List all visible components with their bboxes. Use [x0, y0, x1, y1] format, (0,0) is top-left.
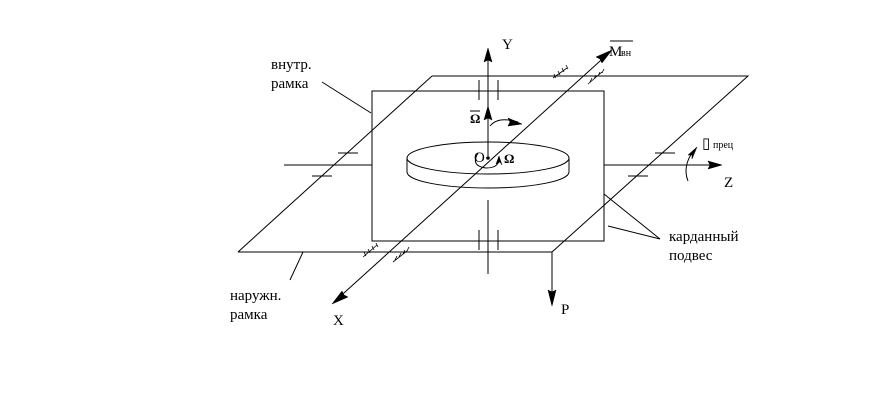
inner-frame-label-line1: внутр. — [271, 57, 312, 73]
moment-arrowhead — [595, 49, 613, 64]
precession-subscript: прец — [713, 140, 734, 151]
inner-frame-label: внутр. рамка — [271, 57, 312, 92]
omega-vector-arrowhead — [483, 105, 493, 121]
gimbal-label-line2: подвес — [669, 248, 713, 264]
z-axis — [284, 160, 723, 170]
inner-frame-label-line2: рамка — [271, 76, 309, 92]
x-axis-arrowhead — [331, 290, 349, 305]
p-arrowhead — [547, 289, 557, 307]
moment-subscript: вн — [621, 48, 632, 59]
rotor-disk — [406, 141, 570, 189]
origin-label: O — [474, 150, 485, 166]
weight-p — [547, 252, 557, 307]
precession-arrow — [685, 146, 698, 182]
y-axis-arrowhead — [483, 47, 493, 63]
outer-frame-label: наружн. рамка — [230, 288, 281, 323]
outer-frame-label-line1: наружн. — [230, 288, 281, 304]
z-axis-arrowhead — [707, 160, 723, 170]
x-axis-label: X — [333, 313, 344, 329]
precession-label: ▯ прец — [702, 136, 734, 152]
precession-symbol: ▯ — [702, 136, 710, 152]
x-axis — [331, 49, 613, 305]
p-axis-label: P — [561, 302, 569, 318]
outer-bearings — [312, 152, 675, 177]
omega-spin-label: Ω — [504, 151, 514, 166]
omega-vector-label: Ω — [470, 110, 480, 126]
omega-rotation-arrow — [489, 117, 523, 127]
moment-symbol: M — [609, 44, 622, 60]
spin-arrow — [474, 152, 503, 169]
leader-lines — [289, 81, 661, 281]
gimbal-label: карданный подвес — [669, 229, 738, 264]
outer-frame-label-line2: рамка — [230, 307, 268, 323]
y-axis-label: Y — [502, 37, 513, 53]
gimbal-label-line1: карданный — [669, 229, 738, 245]
outer-frame — [237, 75, 750, 253]
y-axis — [478, 47, 499, 274]
hatch-marks — [362, 64, 605, 263]
z-axis-label: Z — [724, 175, 733, 191]
origin-point — [486, 156, 490, 160]
omega-vector-symbol: Ω — [470, 111, 480, 126]
moment-label: M вн — [609, 40, 633, 60]
